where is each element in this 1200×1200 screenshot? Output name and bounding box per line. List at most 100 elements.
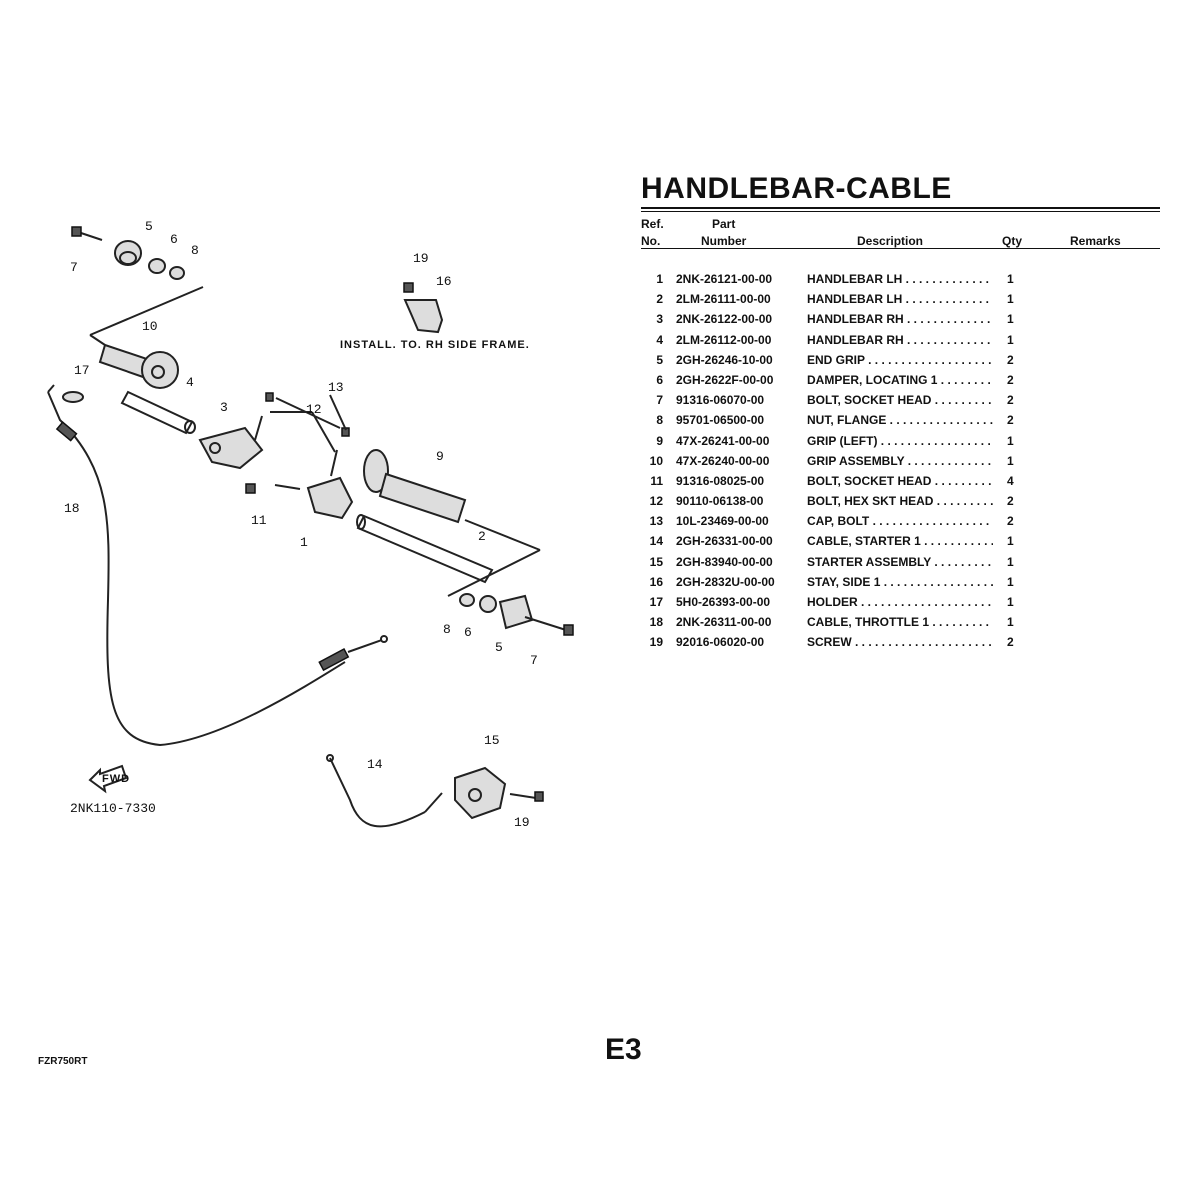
part-number-cell: 2NK-26122-00-00 xyxy=(676,312,773,327)
leader-dots: . . . . . . . . . . . . . . . . . . . . … xyxy=(907,332,993,347)
qty-cell: 2 xyxy=(1007,352,1014,367)
description-text: CAP, BOLT xyxy=(807,514,870,529)
ref-cell: 17 xyxy=(649,595,663,609)
part-number-cell: 2GH-26331-00-00 xyxy=(676,534,773,549)
fwd-label: FWD xyxy=(102,773,130,785)
starter-cable-14 xyxy=(326,754,443,828)
ref-cell: 13 xyxy=(649,514,663,529)
leader-dots: . . . . . . . . . . . . . . . . . . . . … xyxy=(868,352,993,367)
title-rule-thin xyxy=(641,211,1160,212)
part-number-cell: 92016-06020-00 xyxy=(676,635,765,650)
handlebar-rh-4 xyxy=(120,390,196,435)
description-cell: DAMPER, LOCATING 1 . . . . . . . . . . .… xyxy=(807,373,993,387)
description-text: STARTER ASSEMBLY xyxy=(807,554,932,569)
leader-dots: . . . . . . . . . . . . . . . . . . . . … xyxy=(924,534,993,549)
callout-7a: 7 xyxy=(70,260,78,275)
part-number-cell: 10L-23469-00-00 xyxy=(676,514,769,529)
callout-19b: 19 xyxy=(514,815,530,830)
header-part-line2: Number xyxy=(701,234,747,248)
part-number-cell: 47X-26241-00-00 xyxy=(676,433,770,448)
leader-dots: . . . . . . . . . . . . . . . . . . . . … xyxy=(905,292,993,307)
ref-cell: 19 xyxy=(649,635,663,650)
fwd-arrow-icon: FWD xyxy=(88,764,130,794)
end-grip-5-top xyxy=(114,240,142,266)
ref-cell: 12 xyxy=(649,494,663,509)
description-text: SCREW xyxy=(807,635,852,650)
model-code: FZR750RT xyxy=(38,1056,88,1067)
end-grip-5-bottom xyxy=(498,594,534,630)
page-number: E3 xyxy=(605,1033,642,1066)
starter-assembly-15 xyxy=(454,766,544,820)
qty-cell: 1 xyxy=(1007,332,1014,347)
qty-cell: 2 xyxy=(1007,514,1014,529)
ref-cell: 14 xyxy=(649,534,663,549)
ref-cell: 18 xyxy=(649,615,663,630)
callout-3: 3 xyxy=(220,400,228,415)
ref-cell: 7 xyxy=(656,393,663,408)
callout-13: 13 xyxy=(328,380,344,395)
description-cell: END GRIP . . . . . . . . . . . . . . . .… xyxy=(807,353,993,367)
nut-8-top xyxy=(169,266,185,280)
install-note: INSTALL. TO. RH SIDE FRAME. xyxy=(340,339,530,351)
leader-dots: . . . . . . . . . . . . . . . . . . . . … xyxy=(932,615,993,630)
description-text: DAMPER, LOCATING 1 xyxy=(807,372,938,387)
part-number-cell: 47X-26240-00-00 xyxy=(676,453,770,468)
qty-cell: 1 xyxy=(1007,534,1014,549)
leader-dots: . . . . . . . . . . . . . . . . . . . . … xyxy=(934,473,993,488)
description-cell: CABLE, STARTER 1 . . . . . . . . . . . .… xyxy=(807,534,993,548)
qty-cell: 2 xyxy=(1007,494,1014,509)
callout-4: 4 xyxy=(186,375,194,390)
description-text: CABLE, STARTER 1 xyxy=(807,534,921,549)
description-text: HOLDER xyxy=(807,595,858,609)
callout-16: 16 xyxy=(436,274,452,289)
bolt-7-top xyxy=(71,226,103,241)
callout-9: 9 xyxy=(436,449,444,464)
ref-cell: 2 xyxy=(656,292,663,307)
qty-cell: 4 xyxy=(1007,473,1014,488)
page-title: HANDLEBAR-CABLE xyxy=(641,172,952,205)
damper-6-bottom xyxy=(479,595,497,613)
description-text: CABLE, THROTTLE 1 xyxy=(807,615,929,630)
description-cell: GRIP ASSEMBLY . . . . . . . . . . . . . … xyxy=(807,454,993,468)
description-text: GRIP ASSEMBLY xyxy=(807,453,905,468)
leader-dots: . . . . . . . . . . . . . . . . . . . . … xyxy=(905,272,993,286)
exploded-parts-diagram: FWD INSTALL. TO. RH SIDE FRAME. 2NK110-7… xyxy=(0,0,640,900)
leader-dots: . . . . . . . . . . . . . . . . . . . . … xyxy=(907,312,993,327)
ref-cell: 5 xyxy=(656,352,663,367)
leader-dots: . . . . . . . . . . . . . . . . . . . . … xyxy=(936,494,993,509)
leader-dots: . . . . . . . . . . . . . . . . . . . . … xyxy=(934,554,993,569)
qty-cell: 2 xyxy=(1007,635,1014,650)
qty-cell: 1 xyxy=(1007,574,1014,589)
description-cell: NUT, FLANGE . . . . . . . . . . . . . . … xyxy=(807,413,993,427)
holder-17 xyxy=(62,391,84,403)
part-number-cell: 2NK-26311-00-00 xyxy=(676,615,772,630)
part-number-cell: 91316-08025-00 xyxy=(676,473,765,488)
callout-2: 2 xyxy=(478,529,486,544)
ref-cell: 4 xyxy=(656,332,663,347)
part-number-cell: 95701-06500-00 xyxy=(676,413,765,428)
qty-cell: 2 xyxy=(1007,413,1014,428)
grip-assembly-10 xyxy=(89,334,179,389)
callout-8b: 8 xyxy=(443,622,451,637)
description-cell: CABLE, THROTTLE 1 . . . . . . . . . . . … xyxy=(807,615,993,629)
description-cell: BOLT, SOCKET HEAD . . . . . . . . . . . … xyxy=(807,474,993,488)
qty-cell: 1 xyxy=(1007,453,1014,468)
description-cell: GRIP (LEFT) . . . . . . . . . . . . . . … xyxy=(807,434,993,448)
callout-17: 17 xyxy=(74,363,90,378)
ref-cell: 15 xyxy=(649,554,663,569)
header-ref-line1: Ref. xyxy=(641,217,664,231)
description-cell: CAP, BOLT . . . . . . . . . . . . . . . … xyxy=(807,514,993,528)
qty-cell: 2 xyxy=(1007,372,1014,387)
ref-cell: 9 xyxy=(656,433,663,448)
callout-7b: 7 xyxy=(530,653,538,668)
description-cell: STAY, SIDE 1 . . . . . . . . . . . . . .… xyxy=(807,575,993,589)
